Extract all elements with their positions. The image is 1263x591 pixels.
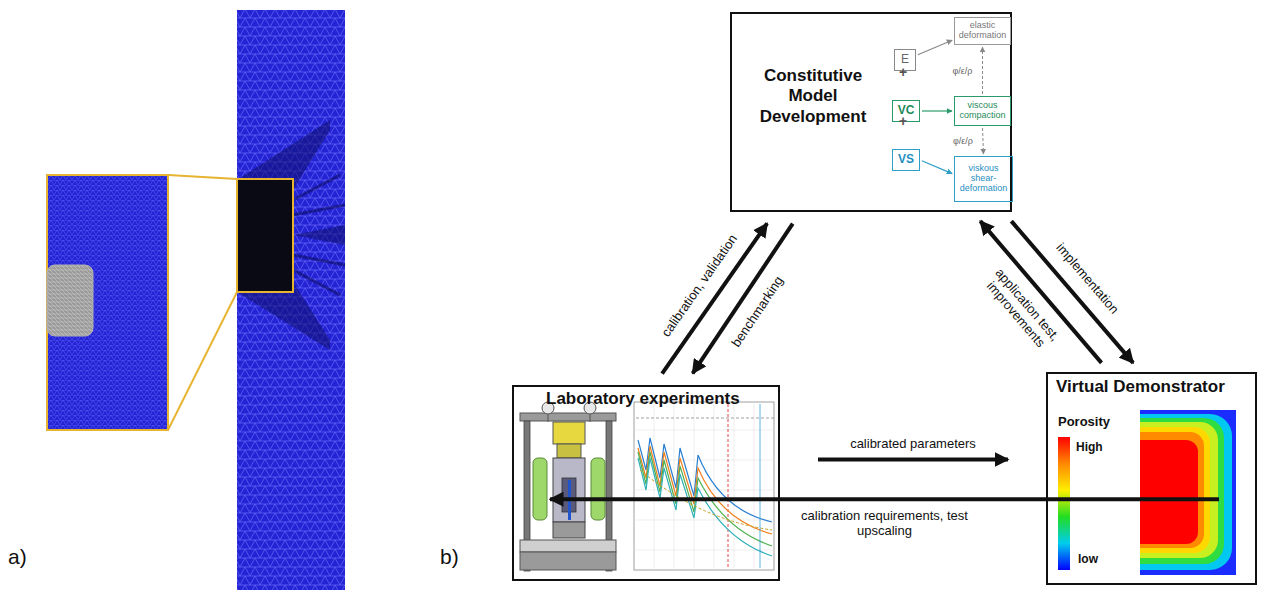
panel-label: a): [8, 545, 27, 569]
lab-apparatus-part: [591, 458, 605, 520]
process-box: Constitutive Model DevelopmentEelastic d…: [730, 12, 1012, 212]
connector-label: φ/ε/ρ: [943, 136, 983, 146]
porosity-colorbar: [1058, 437, 1070, 570]
mesh-figure-part: [47, 175, 168, 430]
porosity-colorbar-part: [1058, 437, 1070, 570]
connector-label: calibration requirements, test upscaling: [775, 509, 995, 539]
mesh-figure: [47, 10, 345, 590]
lab-chart-part: [728, 404, 729, 568]
model-component-box: elastic deformation: [954, 17, 1011, 45]
lab-apparatus-part: [548, 414, 549, 422]
lab-chart-part: [634, 402, 774, 570]
lab-apparatus-part: [553, 422, 585, 444]
connector-arrow: [918, 40, 952, 55]
panel-label: b): [440, 545, 459, 569]
porosity-contour-part: [1140, 418, 1224, 564]
connector-label: application test, improvements: [967, 251, 1074, 369]
colorbar-label: low: [1078, 552, 1098, 566]
connector-arrow: [982, 47, 983, 94]
model-component-box: viscous compaction: [954, 96, 1011, 126]
mesh-figure-part: [168, 175, 237, 179]
process-box: Virtual Demonstrator: [1046, 372, 1257, 585]
connector-label: φ/ε/ρ: [943, 65, 983, 75]
mesh-refinement-part: [293, 175, 345, 295]
lab-apparatus-part: [557, 444, 581, 458]
colorbar-label: High: [1076, 440, 1103, 454]
porosity-contour-part: [1140, 422, 1218, 558]
connector-arrow: [550, 497, 1219, 501]
lab-apparatus: [520, 402, 616, 571]
lab-chart: [634, 402, 774, 570]
lab-apparatus-part: [520, 552, 616, 570]
box-text: viscous compaction: [956, 101, 1009, 121]
box-title: Laboratory experiments: [546, 389, 776, 409]
porosity-contour-part: [1140, 427, 1210, 553]
mesh-refinement-part: [237, 120, 345, 350]
mesh-refinement: [237, 120, 345, 350]
lab-chart-part: [636, 418, 774, 419]
model-component-box: viskous shear-deformation: [954, 156, 1013, 202]
lab-apparatus-part: [590, 414, 591, 422]
lab-apparatus-part: [520, 413, 616, 421]
lab-apparatus-part: [520, 540, 616, 552]
connector-label: calibrated parameters: [818, 437, 1008, 452]
lab-apparatus-part: [533, 458, 547, 520]
box-text: elastic deformation: [956, 21, 1009, 41]
connector-label: benchmarking: [713, 249, 803, 374]
lab-chart-part: [760, 404, 761, 568]
connector-arrow: [922, 161, 952, 174]
porosity-contour-part: [1140, 414, 1232, 570]
box-text: viskous shear-deformation: [956, 164, 1011, 194]
porosity-contour-part: [1140, 432, 1204, 548]
lab-apparatus-part: [553, 522, 585, 538]
porosity-contour-part: [1140, 440, 1198, 544]
mesh-figure-part: [237, 10, 345, 590]
connector-label: implementation: [1036, 221, 1139, 337]
connector-arrow: [982, 128, 984, 154]
connector-arrow: [922, 110, 952, 111]
plus-sign: +: [899, 64, 907, 80]
connector-arrow: [693, 224, 793, 374]
box-title: Constitutive Model Development: [738, 66, 888, 127]
model-component-box: VS: [892, 149, 920, 171]
process-box: Laboratory experiments: [512, 385, 780, 581]
plus-sign: +: [899, 113, 907, 129]
porosity-contour: [1140, 410, 1236, 575]
connector-arrow: [662, 223, 767, 373]
mesh-figure-part: [47, 265, 93, 336]
lab-chart-part: [634, 402, 774, 570]
lab-chart-part: [638, 458, 772, 556]
mesh-figure-part: [237, 179, 293, 292]
lab-apparatus-part: [553, 458, 585, 522]
box-text: VS: [898, 153, 914, 166]
colorbar-label: Porosity: [1058, 414, 1110, 429]
mesh-figure-part: [168, 292, 237, 430]
connector-arrow: [818, 457, 1008, 461]
box-title: Virtual Demonstrator: [1056, 377, 1254, 397]
